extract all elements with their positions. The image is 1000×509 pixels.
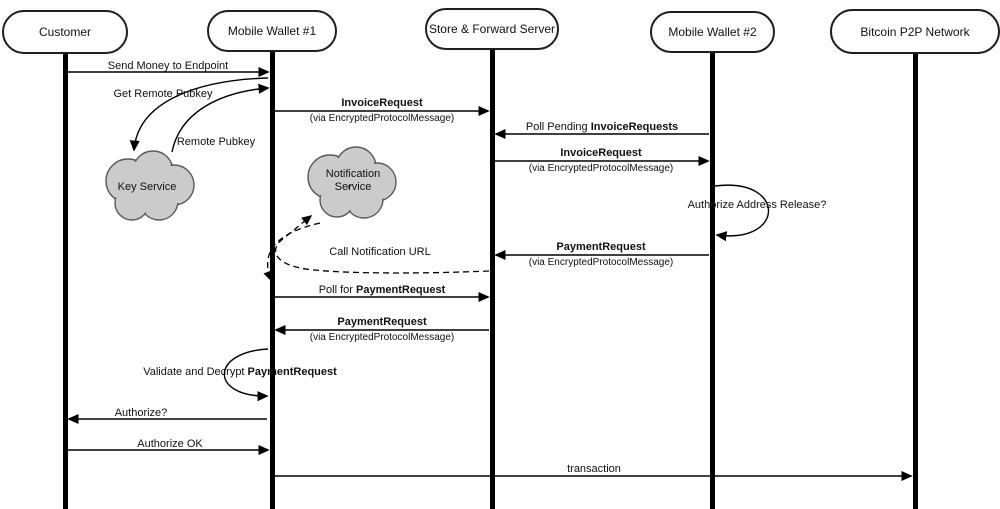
message-label-authorize-question: Authorize? [114, 407, 168, 419]
validate-decrypt-bold: PaymentRequest [247, 366, 337, 378]
poll-pending-bold: InvoiceRequests [590, 121, 679, 133]
cloud-key-service [105, 150, 195, 221]
notification-service-label: Notification Service [325, 168, 381, 193]
message-label-authorize-ok: Authorize OK [137, 438, 203, 450]
message-label-payment-request-to-server: PaymentRequest [556, 241, 646, 253]
message-label-get-remote-pubkey: Get Remote Pubkey [113, 88, 213, 100]
actor-bitcoin-p2p-network: Bitcoin P2P Network [830, 9, 1000, 54]
validate-decrypt-prefix: Validate and Decrypt [143, 366, 248, 378]
key-service-label: Key Service [117, 181, 177, 193]
message-label-payment-request-to-wallet1: PaymentRequest [337, 316, 427, 328]
message-sublabel-invoice-request-to-wallet2: (via EncryptedProtocolMessage) [528, 163, 674, 174]
message-label-remote-pubkey: Remote Pubkey [176, 136, 256, 148]
arrow-call-notification-url [274, 215, 490, 274]
message-sublabel-payment-request-to-server: (via EncryptedProtocolMessage) [528, 257, 674, 268]
lifeline-mobile-wallet-2 [709, 53, 715, 509]
actor-mobile-wallet-1: Mobile Wallet #1 [207, 10, 337, 52]
cloud-notification-service [307, 146, 397, 219]
message-sublabel-invoice-request-to-server: (via EncryptedProtocolMessage) [309, 113, 455, 124]
arrow-notify-wallet1 [263, 222, 321, 282]
actor-customer: Customer [2, 10, 128, 54]
message-label-transaction: transaction [567, 463, 621, 475]
arrow-validate-decrypt-loop [223, 348, 269, 402]
poll-for-payment-bold: PaymentRequest [356, 284, 446, 296]
actor-store-forward-server: Store & Forward Server [425, 8, 559, 50]
lifeline-customer [62, 54, 68, 509]
message-label-send-money: Send Money to Endpoint [107, 60, 229, 72]
message-label-invoice-request-to-wallet2: InvoiceRequest [560, 147, 642, 159]
message-label-poll-for-payment-request: Poll for PaymentRequest [319, 284, 446, 297]
message-label-invoice-request-to-server: InvoiceRequest [341, 97, 423, 109]
lifeline-store-forward-server [489, 50, 495, 509]
message-label-authorize-address-release: Authorize Address Release? [687, 199, 827, 211]
lifeline-bitcoin-p2p-network [912, 54, 918, 509]
message-label-validate-and-decrypt: Validate and Decrypt PaymentRequest [143, 366, 337, 379]
message-label-call-notification-url: Call Notification URL [329, 246, 431, 258]
poll-pending-prefix: Poll Pending [525, 121, 591, 133]
poll-for-payment-prefix: Poll for [318, 284, 357, 296]
message-sublabel-payment-request-to-wallet1: (via EncryptedProtocolMessage) [309, 332, 455, 343]
arrow-authorize-address-release-loop [714, 184, 770, 242]
arrow-get-remote-pubkey [129, 77, 269, 152]
actor-mobile-wallet-2: Mobile Wallet #2 [650, 11, 775, 53]
arrow-remote-pubkey [171, 83, 270, 153]
message-label-poll-pending: Poll Pending InvoiceRequests [526, 121, 678, 134]
